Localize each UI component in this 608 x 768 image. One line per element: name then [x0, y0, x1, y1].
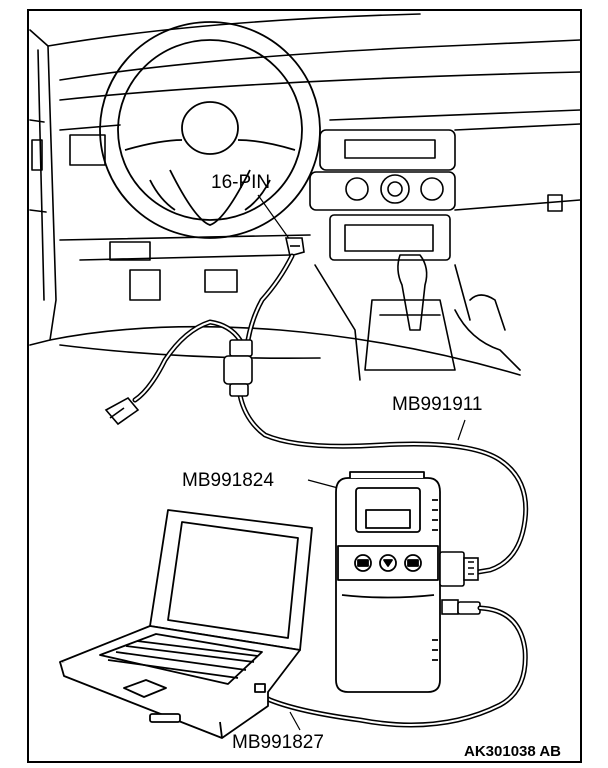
diagnostic-tool [335, 471, 441, 693]
cable-mb991827 [252, 605, 528, 728]
figure-code: AK301038 AB [464, 743, 561, 760]
figure-border [27, 9, 582, 763]
cable-usb-label: MB991827 [232, 732, 324, 753]
diagnostic-connector-icon [285, 237, 305, 258]
tool-port-connector [439, 551, 479, 587]
connector-leader [257, 194, 291, 241]
tool-label: MB991824 [182, 470, 274, 491]
cable-main-label: MB991911 [392, 394, 483, 415]
cable-junction [223, 339, 253, 397]
cable-end-plug [104, 396, 140, 426]
laptop-computer [59, 509, 313, 739]
tool-leader [307, 479, 339, 489]
cable-main-leader [457, 419, 466, 441]
cable-mb991911 [132, 253, 529, 575]
vehicle-interior [29, 13, 581, 381]
steering-wheel [99, 21, 321, 239]
cable-usb-leader [289, 711, 301, 731]
tool-usb-plug [441, 599, 481, 615]
connector-label: 16-PIN [211, 172, 270, 193]
